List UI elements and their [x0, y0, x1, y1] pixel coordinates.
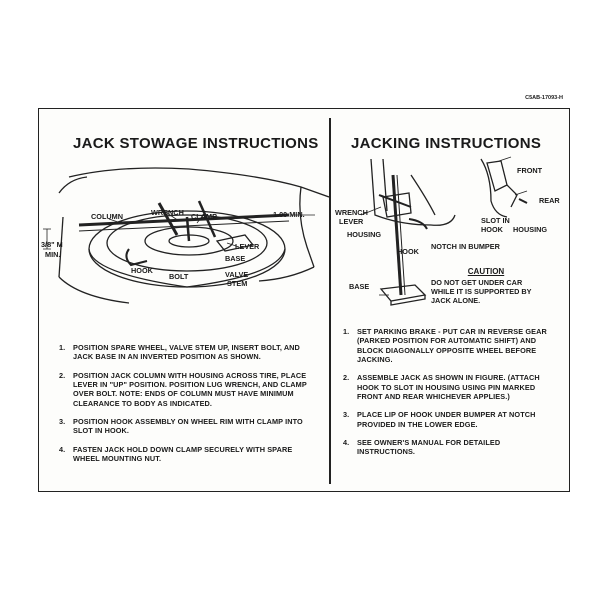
list-item: 1.SET PARKING BRAKE - PUT CAR IN REVERSE… — [343, 327, 547, 364]
label-hook: HOOK — [131, 266, 153, 275]
label-valve: VALVE — [225, 270, 249, 279]
label-base: BASE — [225, 254, 246, 263]
caution-heading: CAUTION — [467, 267, 505, 276]
panel-divider — [329, 118, 331, 484]
part-number: C5AB-17093-H — [525, 95, 563, 101]
label-stem: STEM — [227, 279, 248, 288]
label-column: COLUMN — [91, 212, 124, 221]
list-item: 3.POSITION HOOK ASSEMBLY ON WHEEL RIM WI… — [59, 416, 303, 436]
label-housing-right: HOUSING — [347, 230, 382, 239]
list-item: 4.FASTEN JACK HOLD DOWN CLAMP SECURELY W… — [59, 444, 293, 463]
label-housing-inset: HOUSING — [513, 225, 548, 234]
label-min-100: 1.00 MIN. — [273, 210, 305, 219]
list-item: 3.PLACE LIP OF HOOK UNDER BUMPER AT NOTC… — [343, 410, 536, 429]
label-hook-right: HOOK — [397, 247, 419, 256]
label-front: FRONT — [517, 166, 543, 175]
label-bolt: BOLT — [169, 272, 189, 281]
label-slot-in: SLOT IN — [481, 216, 510, 225]
label-wrench: WRENCH — [151, 208, 184, 217]
label-base-right: BASE — [349, 282, 370, 291]
jacking-steps: 1.SET PARKING BRAKE - PUT CAR IN REVERSE… — [343, 327, 553, 466]
trunk-spare-wheel-illustration — [43, 167, 329, 304]
list-item: 2.POSITION JACK COLUMN WITH HOUSING ACRO… — [59, 370, 307, 408]
jack-stowage-steps: 1.POSITION SPARE WHEEL, VALVE STEM UP, I… — [59, 343, 309, 472]
label-lever: LEVER — [235, 242, 260, 251]
label-slot-hook: HOOK — [481, 225, 503, 234]
list-item: 2.ASSEMBLE JACK AS SHOWN IN FIGURE. (ATT… — [343, 373, 540, 401]
caution-text: DO NOT GET UNDER CAR WHILE IT IS SUPPORT… — [431, 278, 532, 306]
jack-under-bumper-illustration — [360, 156, 528, 306]
instruction-decal: JACK STOWAGE INSTRUCTIONS — [38, 95, 570, 492]
list-item: 4.SEE OWNER'S MANUAL FOR DETAILED INSTRU… — [343, 437, 501, 457]
label-clamp: CLAMP — [191, 212, 217, 221]
list-item: 1.POSITION SPARE WHEEL, VALVE STEM UP, I… — [59, 343, 300, 362]
jacking-title: JACKING INSTRUCTIONS — [351, 135, 542, 152]
label-notch: NOTCH IN BUMPER — [431, 242, 500, 251]
label-wrench-right: WRENCH — [335, 208, 368, 217]
label-lever-right: LEVER — [339, 217, 364, 226]
label-min-38-b: MIN. — [45, 250, 61, 259]
caution-note: CAUTION DO NOT GET UNDER CAR WHILE IT IS… — [431, 267, 541, 305]
label-rear: REAR — [539, 196, 560, 205]
label-min-38-a: 3/8" M — [41, 240, 63, 249]
jack-stowage-title: JACK STOWAGE INSTRUCTIONS — [73, 135, 319, 152]
